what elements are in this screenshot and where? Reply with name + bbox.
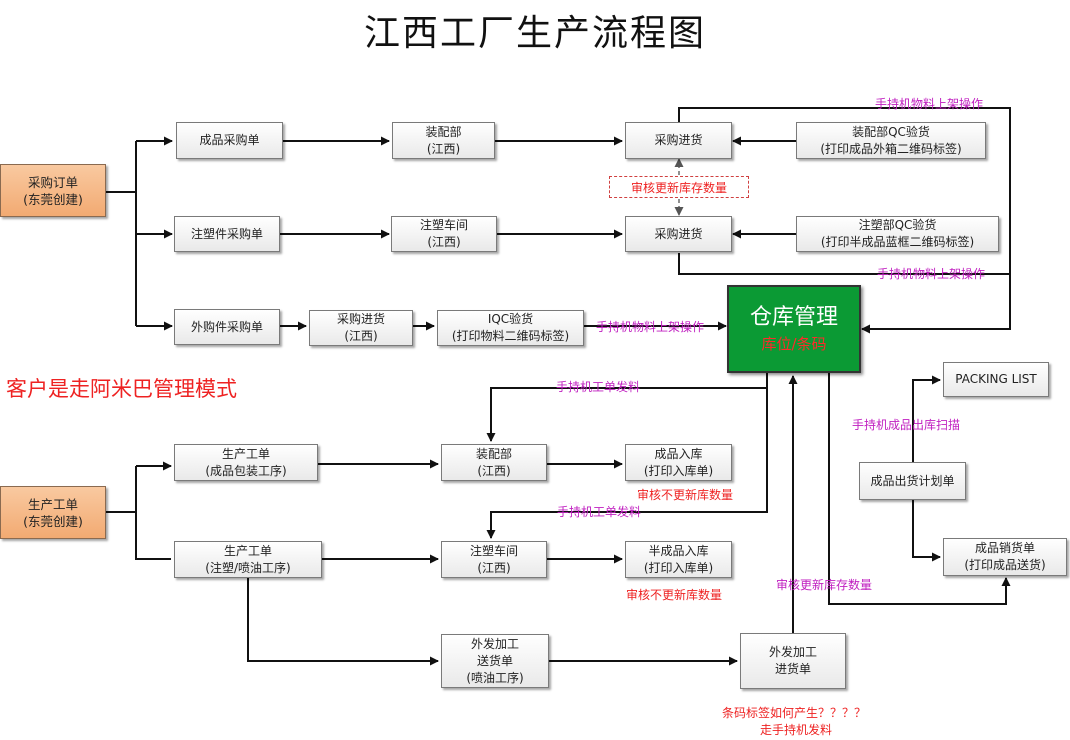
node-label: 生产工单 [27, 496, 78, 512]
no-update-label-2: 审核不更新库数量 [626, 588, 723, 602]
handheld-shelf-label-top: 手持机物料上架操作 [875, 97, 984, 111]
work-order-pack-node: 生产工单 (成品包装工序) [174, 444, 318, 481]
node-label: 注塑部QC验货 [858, 218, 937, 232]
handheld-shelf-label-mid: 手持机物料上架操作 [877, 267, 986, 281]
packing-list-node: PACKING LIST [943, 362, 1049, 397]
handheld-issue-label-2: 手持机工单发料 [557, 505, 642, 519]
page-title: 江西工厂生产流程图 [363, 13, 706, 54]
node-sublabel: 进货单 [774, 662, 811, 676]
node-label: 成品销货单 [974, 541, 1035, 555]
node-sublabel: (东莞创建) [23, 191, 83, 207]
molding-shop-top-node: 注塑车间 (江西) [391, 216, 497, 252]
node-label: 采购进货 [336, 312, 385, 326]
audit-update-box: 审核更新库存数量 [609, 176, 749, 198]
handheld-shelf-label-iqc: 手持机物料上架操作 [596, 320, 705, 334]
handheld-issue-note: 走手持机发料 [760, 723, 833, 737]
node-label: 半成品入库 [648, 543, 709, 558]
node-sublabel: (打印成品送货) [964, 558, 1046, 572]
semi-in-node: 半成品入库 (打印入库单) [625, 541, 732, 578]
node-sublabel: (成品包装工序) [205, 463, 287, 478]
node-label: 采购进货 [654, 226, 703, 241]
node-label: 装配部QC验货 [852, 124, 930, 139]
production-order-node: 生产工单 (东莞创建) [0, 486, 106, 539]
node-label: 采购订单 [27, 174, 78, 190]
node-label: 注塑件采购单 [190, 226, 263, 241]
purchase-order-node: 采购订单 (东莞创建) [0, 164, 106, 217]
node-label: 装配部 [475, 446, 512, 461]
node-sublabel: (江西) [427, 235, 461, 249]
work-order-mold-node: 生产工单 (注塑/喷油工序) [174, 541, 322, 578]
node-sublabel: (江西) [477, 463, 511, 478]
audit-update-label-2: 审核更新库存数量 [776, 578, 873, 592]
handheld-issue-label-1: 手持机工单发料 [556, 380, 641, 394]
node-sublabel: (东莞创建) [23, 513, 83, 529]
receiving-3-node: 采购进货 (江西) [309, 310, 413, 346]
barcode-question-note: 条码标签如何产生？？？？ [722, 706, 867, 720]
sales-delivery-node: 成品销货单 (打印成品送货) [943, 538, 1067, 576]
node-label: 外购件采购单 [190, 319, 263, 334]
node-sublabel: (喷油工序) [466, 670, 524, 685]
node-label: 注塑车间 [469, 543, 518, 558]
node-label: 成品出货计划单 [870, 473, 955, 488]
node-label: IQC验货 [487, 312, 534, 326]
audit-update-label: 审核更新库存数量 [630, 180, 727, 195]
node-label: 采购进货 [654, 133, 703, 147]
node-sublabel: (注塑/喷油工序) [205, 560, 291, 575]
node-label: 外发加工 [768, 645, 817, 659]
node-label: 生产工单 [223, 543, 272, 558]
assembly-dept-bottom-node: 装配部 (江西) [441, 444, 547, 481]
node-label: PACKING LIST [955, 372, 1037, 386]
receiving-1-node: 采购进货 [625, 122, 732, 159]
node-label: 成品入库 [654, 446, 703, 461]
customer-mode-note: 客户是走阿米巴管理模式 [6, 377, 237, 401]
iqc-node: IQC验货 (打印物料二维码标签) [437, 310, 584, 346]
node-sublabel: (打印入库单) [643, 463, 714, 478]
assembly-dept-top-node: 装配部 (江西) [392, 122, 495, 159]
outsource-receive-node: 外发加工 进货单 [740, 633, 846, 689]
receiving-2-node: 采购进货 [625, 216, 732, 252]
node-sublabel: (打印入库单) [643, 560, 714, 575]
node-sublabel: (打印半成品蓝框二维码标签) [820, 235, 975, 249]
node-sublabel: (打印成品外箱二维码标签) [820, 141, 962, 156]
outsourced-purchase-node: 外购件采购单 [174, 309, 280, 345]
node-label: 注塑车间 [419, 218, 468, 232]
node-sublabel: (江西) [477, 560, 511, 575]
node-label: 装配部 [425, 124, 462, 139]
node-label: 成品采购单 [199, 133, 260, 147]
shipping-plan-node: 成品出货计划单 [859, 462, 966, 500]
node-label: 生产工单 [221, 446, 270, 461]
molding-shop-bottom-node: 注塑车间 (江西) [441, 541, 547, 578]
node-sublabel: 库位/条码 [761, 335, 827, 353]
node-sublabel: 送货单 [476, 653, 513, 668]
handheld-outbound-label: 手持机成品出库扫描 [852, 418, 961, 432]
molding-purchase-node: 注塑件采购单 [174, 216, 280, 252]
node-label: 仓库管理 [749, 305, 838, 330]
node-label: 外发加工 [470, 636, 519, 651]
finished-purchase-node: 成品采购单 [176, 122, 283, 159]
molding-qc-node: 注塑部QC验货 (打印半成品蓝框二维码标签) [796, 216, 999, 252]
outsource-send-node: 外发加工 送货单 (喷油工序) [441, 634, 549, 688]
finished-in-node: 成品入库 (打印入库单) [625, 444, 732, 481]
assembly-qc-node: 装配部QC验货 (打印成品外箱二维码标签) [796, 122, 986, 159]
warehouse-node: 仓库管理 库位/条码 [727, 285, 861, 373]
node-sublabel: (江西) [344, 329, 378, 343]
node-sublabel: (江西) [426, 141, 461, 156]
no-update-label-1: 审核不更新库数量 [637, 488, 734, 502]
node-sublabel: (打印物料二维码标签) [451, 329, 570, 343]
